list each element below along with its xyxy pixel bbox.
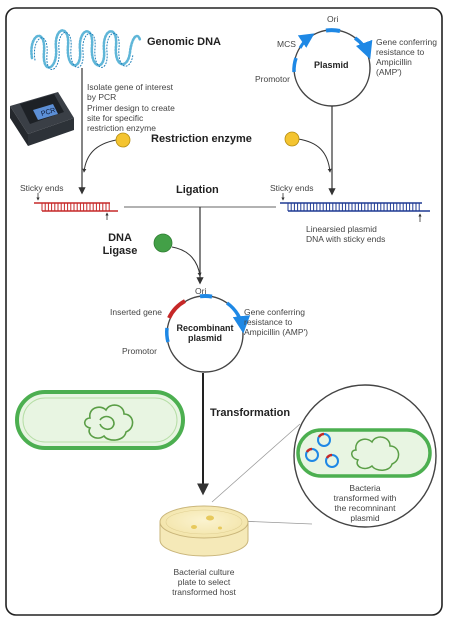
bact-line-1: Bacteria — [349, 483, 381, 493]
recomb-res-line-1: Gene conferring — [244, 307, 305, 317]
bact-line-2: transformed with — [333, 493, 397, 503]
genomic-dna-label: Genomic DNA — [147, 36, 221, 48]
plate-line-1: Bacterial culture — [173, 567, 235, 577]
plasmid-promotor-label: Promotor — [255, 74, 290, 84]
recombinant-name-line-1: Recombinant — [176, 323, 234, 333]
plasmid-res-line-2: resistance to — [376, 47, 425, 57]
petri-dish-icon — [159, 505, 249, 557]
genomic-dna-icon — [30, 29, 142, 70]
bact-line-3: the recomninant — [334, 503, 396, 513]
recombinant-name-label: Recombinant plasmid — [172, 323, 238, 343]
isolate-line-2: by PCR — [87, 92, 117, 102]
plate-line-3: transformed host — [172, 587, 236, 597]
blue-dna-fragment — [280, 202, 430, 212]
isolate-gene-note: Isolate gene of interest by PCR — [87, 82, 173, 102]
ligase-line-1: DNA — [108, 232, 132, 244]
recombinant-promotor-label: Promotor — [122, 346, 157, 356]
zoom-line-top — [211, 423, 301, 503]
primer-design-note: Primer design to create site for specifi… — [87, 103, 175, 133]
recombinant-name-line-2: plasmid — [187, 333, 222, 343]
primer-line-1: Primer design to create — [87, 103, 175, 113]
restriction-enzyme-icon — [115, 132, 131, 148]
linearised-line-2: DNA with sticky ends — [306, 234, 386, 244]
recomb-res-line-2: resistance to — [244, 317, 293, 327]
outer-frame — [5, 7, 443, 616]
plasmid-resistance-note: Gene conferring resistance to Ampicillin… — [376, 37, 437, 77]
dna-ligase-label: DNA Ligase — [100, 232, 138, 258]
ligase-line-2: Ligase — [102, 245, 138, 257]
restriction-enzyme-label: Restriction enzyme — [151, 133, 252, 145]
recomb-res-line-3: Ampicillin (AMP') — [244, 327, 308, 337]
ligation-label: Ligation — [176, 184, 219, 196]
plasmid-mcs-label: MCS — [277, 39, 296, 49]
pcr-machine-icon: PCR — [10, 92, 74, 146]
transformation-label: Transformation — [210, 407, 291, 419]
sticky-ends-left-label: Sticky ends — [20, 183, 64, 193]
bact-line-4: plasmid — [350, 513, 380, 523]
plasmid-copy-icon — [305, 432, 339, 468]
recombinant-resistance-note: Gene conferring resistance to Ampicillin… — [244, 307, 308, 337]
linearised-plasmid-note: Linearsied plasmid DNA with sticky ends — [306, 224, 385, 244]
pcr-label: PCR — [40, 107, 56, 118]
red-dna-fragment — [34, 202, 118, 212]
recombinant-plasmid-icon — [165, 293, 251, 373]
primer-line-2: site for specific — [87, 113, 144, 123]
recombinant-ori-label: Ori — [195, 286, 207, 296]
plate-line-2: plate to select — [177, 577, 231, 587]
zoomed-bacterium-icon — [293, 384, 437, 528]
plasmid-ori-label: Ori — [327, 14, 339, 24]
plasmid-res-line-4: (AMP') — [376, 67, 402, 77]
primer-line-3: restriction enzyme — [87, 123, 156, 133]
plasmid-res-line-3: Ampicillin — [376, 57, 412, 67]
bacteria-transformed-note: Bacteria transformed with the recomninan… — [320, 483, 410, 523]
plasmid-res-line-1: Gene conferring — [376, 37, 437, 47]
inserted-gene-label: Inserted gene — [110, 307, 162, 317]
plasmid-name-label: Plasmid — [314, 60, 349, 70]
ligase-icon — [153, 233, 173, 253]
restriction-enzyme-icon — [284, 131, 300, 147]
isolate-line-1: Isolate gene of interest — [87, 82, 174, 92]
linearised-line-1: Linearsied plasmid — [306, 224, 377, 234]
culture-plate-note: Bacterial culture plate to select transf… — [160, 567, 248, 597]
bacterium-icon — [15, 390, 185, 450]
sticky-ends-right-label: Sticky ends — [270, 183, 314, 193]
